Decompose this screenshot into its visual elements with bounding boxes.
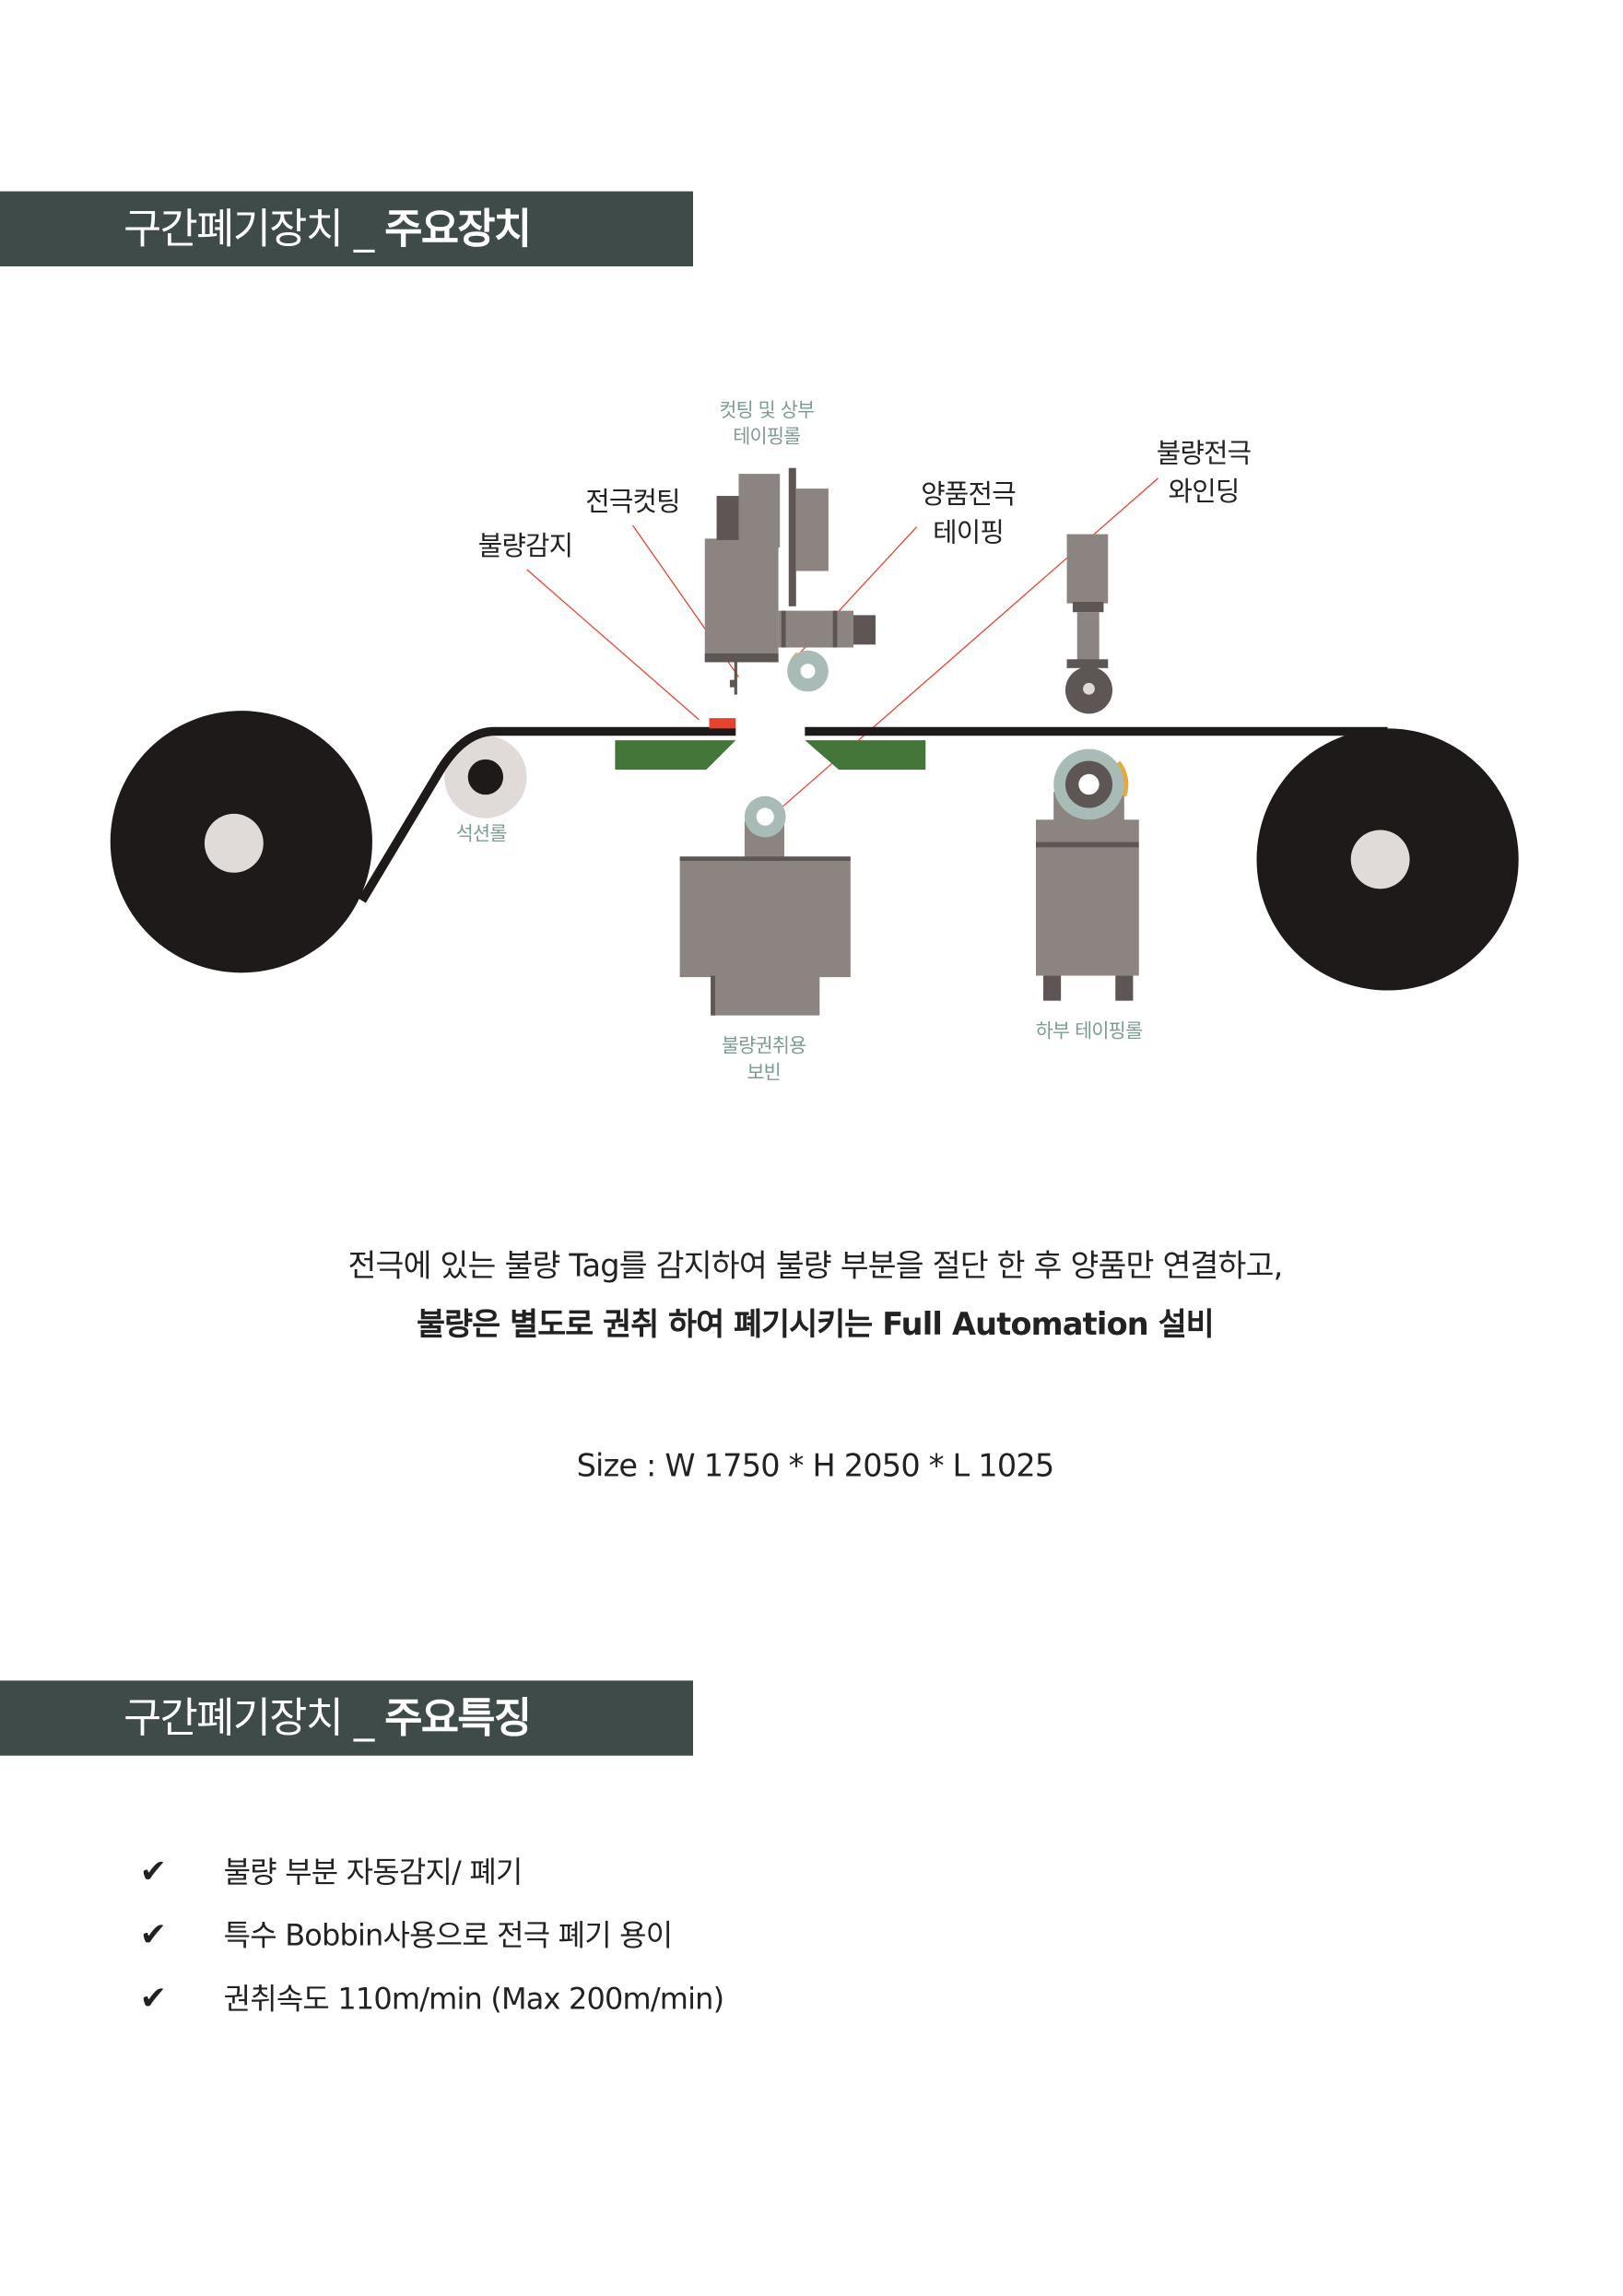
description-line-1: 전극에 있는 불량 Tag를 감지하여 불량 부분을 절단 한 후 양품만 연결… <box>347 1247 1283 1284</box>
header-title-bold: 주요특징 <box>384 1693 532 1743</box>
feature-text: 특수 Bobbin사용으로 전극 폐기 용이 <box>223 1917 673 1953</box>
green-table-left <box>615 740 736 771</box>
defect-bobbin-unit <box>679 795 851 1016</box>
label-bottom-taping-roll: 하부 테이핑롤 <box>1035 1021 1143 1043</box>
defect-tag <box>709 718 736 729</box>
feature-text: 권취속도 110m/min (Max 200m/min) <box>223 1981 724 2017</box>
check-icon: ✔ <box>139 1981 167 2018</box>
feature-text: 불량 부분 자동감지/ 폐기 <box>223 1854 523 1890</box>
label-electrode-cutting: 전극컷팅 <box>585 487 680 519</box>
label-suction-roll: 석션롤 <box>455 824 508 847</box>
header-title-bold: 주요장치 <box>384 204 532 253</box>
feature-item: ✔ 불량 부분 자동감지/ 폐기 <box>139 1848 523 1891</box>
check-icon: ✔ <box>139 1854 167 1891</box>
header-title: 구간폐기장치 _ <box>123 204 385 253</box>
description-line-2: 불량은 별도로 권취 하여 폐기시키는 Full Automation 설비 <box>417 1306 1215 1343</box>
size-spec: Size : W 1750 * H 2050 * L 1025 <box>576 1448 1055 1484</box>
left-roll-hub <box>204 813 264 873</box>
section-header-key-features: 구간폐기장치 _ 주요특징 <box>0 1680 693 1756</box>
electrode-web-left <box>358 726 736 903</box>
feature-item: ✔ 특수 Bobbin사용으로 전극 폐기 용이 <box>140 1912 673 1954</box>
feature-item: ✔ 권취속도 110m/min (Max 200m/min) <box>140 1975 724 2018</box>
label-defect-detection: 불량감지 <box>477 531 573 562</box>
leader-defect-detection <box>526 569 700 721</box>
section-header-main-devices: 구간폐기장치 _ 주요장치 <box>0 191 693 266</box>
right-roll-hub <box>1350 830 1410 889</box>
check-icon: ✔ <box>139 1917 167 1955</box>
cutting-unit <box>704 467 876 695</box>
header-title: 구간폐기장치 _ <box>123 1693 385 1743</box>
bottom-taping-unit <box>1036 748 1139 1001</box>
suction-roll-core <box>467 759 504 795</box>
defect-winding-unit <box>1064 534 1113 714</box>
green-table-right <box>805 740 926 771</box>
process-diagram <box>110 467 1519 1016</box>
